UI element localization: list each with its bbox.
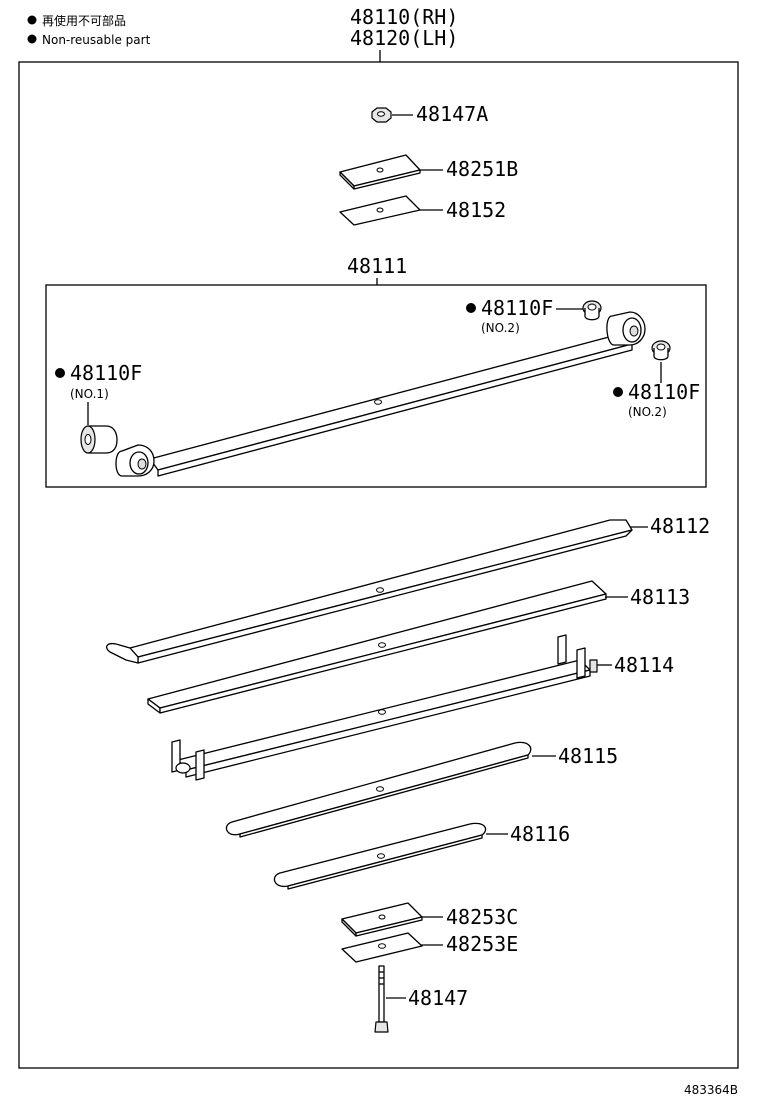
- main-leaf-48111: [115, 311, 646, 477]
- part-label-48251B[interactable]: 48251B: [446, 157, 518, 181]
- part-label-48147A[interactable]: 48147A: [416, 102, 488, 126]
- non-reusable-marker-icon: [613, 387, 623, 397]
- nut-48147A: [371, 107, 392, 123]
- assembly-box-48111: [45, 284, 707, 488]
- non-reusable-marker-icon: [27, 15, 37, 25]
- non-reusable-marker-icon: [466, 303, 476, 313]
- plate-48253C: [341, 902, 423, 937]
- part-label-48253E[interactable]: 48253E: [446, 932, 518, 956]
- part-label-48112[interactable]: 48112: [650, 514, 710, 538]
- bushing-48110F-no2-top: [582, 300, 602, 321]
- header-part-lh[interactable]: 48120(LH): [350, 26, 458, 50]
- leaf-48115: [225, 741, 532, 838]
- part-label-48115[interactable]: 48115: [558, 744, 618, 768]
- bushing-48110F-no1: [80, 425, 118, 454]
- outer-frame: [18, 61, 739, 1069]
- part-label-48114[interactable]: 48114: [614, 653, 674, 677]
- part-label-48116[interactable]: 48116: [510, 822, 570, 846]
- assembly-label-48111[interactable]: 48111: [347, 254, 407, 278]
- part-label-48110F-left[interactable]: 48110F: [70, 361, 142, 385]
- figure-code: 483364B: [684, 1083, 738, 1097]
- leaf-48114: [171, 634, 598, 781]
- part-label-48253C[interactable]: 48253C: [446, 905, 518, 929]
- leaf-48116: [273, 822, 487, 890]
- legend-japanese: 再使用不可部品: [42, 13, 126, 28]
- part-sublabel-no2-right: (NO.2): [628, 405, 667, 419]
- part-label-48152[interactable]: 48152: [446, 198, 506, 222]
- legend-english: Non-reusable part: [42, 33, 151, 47]
- leaf-48112: [105, 519, 633, 664]
- bushing-48110F-no2-right: [651, 340, 671, 361]
- header-part-rh[interactable]: 48110(RH): [350, 5, 458, 29]
- part-label-48113[interactable]: 48113: [630, 585, 690, 609]
- part-label-48147[interactable]: 48147: [408, 986, 468, 1010]
- pad-48152: [339, 195, 421, 226]
- part-label-48110F-top[interactable]: 48110F: [481, 296, 553, 320]
- leaf-48113: [147, 580, 607, 714]
- plate-48251B: [339, 154, 421, 190]
- legend: 再使用不可部品 Non-reusable part: [27, 13, 151, 47]
- pad-48253E: [341, 932, 423, 963]
- part-sublabel-no1: (NO.1): [70, 387, 109, 401]
- non-reusable-marker-icon: [55, 368, 65, 378]
- part-label-48110F-right[interactable]: 48110F: [628, 380, 700, 404]
- part-sublabel-no2-top: (NO.2): [481, 321, 520, 335]
- center-bolt-48147: [374, 965, 389, 1033]
- non-reusable-marker-icon: [27, 34, 37, 44]
